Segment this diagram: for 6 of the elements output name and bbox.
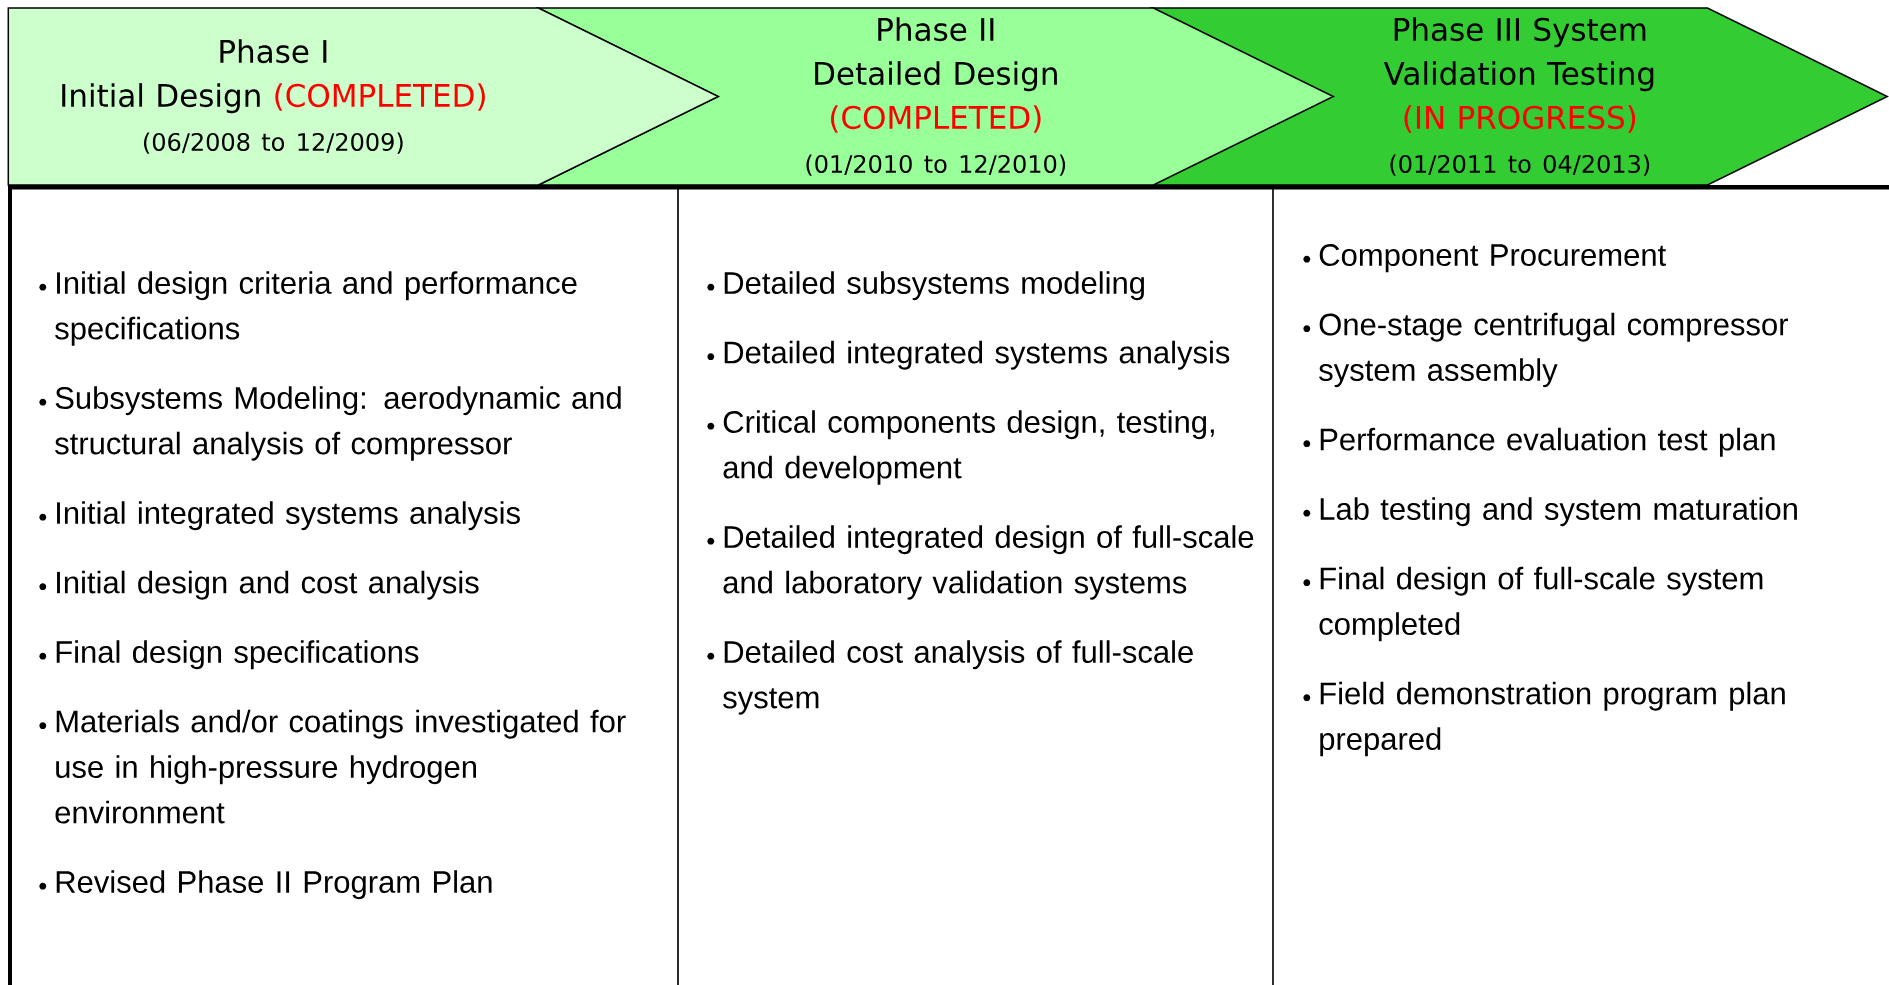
column-panel: Detailed subsystems modeling Detailed integrated systems analysis Critical components design, testing, and development Detailed integrated design of full-scale and laboratory validation systems Detailed cost analysis of full-scale system: [677, 188, 1274, 985]
phase-banner: Phase III System Validation Testing (IN PROGRESS) (01/2011 to 04/2013): [1149, 7, 1889, 186]
column-panel: Component Procurement One-stage centrifugal compressor system assembly Performance evaluation test plan Lab testing and system maturation Final design of full-scale system completed Field demonstration program plan prepared: [1272, 188, 1889, 985]
phase-banner: Phase I Initial Design (COMPLETED) (06/2008 to 12/2009): [7, 7, 720, 186]
column-panel: Initial design criteria and performance specifications Subsystems Modeling: aerodynamic and structural analysis of compressor Initial integrated systems analysis Initial design and cost analysis Final design specifications Materials and/or coatings investigated for use in high-pressure hydrogen environment Revised Phase II Program Plan: [9, 188, 679, 985]
phase-banner: Phase II Detailed Design (COMPLETED) (01/2010 to 12/2010): [535, 7, 1335, 186]
